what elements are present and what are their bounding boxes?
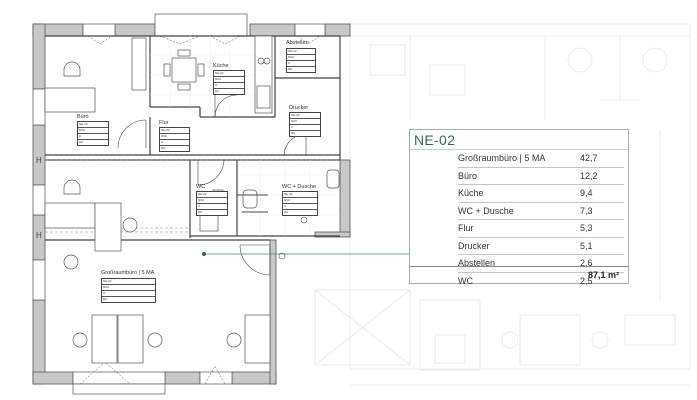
room-label-abstellen: Abstellen xyxy=(286,40,309,46)
legend-divider xyxy=(410,149,628,150)
room-label-buero: Büro xyxy=(77,114,89,120)
legend-total: 87,1 m² xyxy=(410,266,628,285)
legend-title: NE-02 xyxy=(414,132,456,148)
room-label-grossraum: Großraumbüro | 5 MA xyxy=(101,270,155,276)
room-label-flur: Flur xyxy=(159,120,169,126)
furniture xyxy=(44,35,340,364)
legend-total-value: 87,1 m² xyxy=(588,270,620,280)
room-label-drucker: Drucker xyxy=(289,105,309,111)
windows xyxy=(32,13,326,395)
room-label-wc: WC xyxy=(196,184,206,190)
outer-walls xyxy=(32,23,351,385)
marker-h-1: H xyxy=(36,156,42,165)
neighbor-plan-faded xyxy=(314,23,691,386)
marker-h-2: H xyxy=(36,231,42,240)
room-label-kueche: Küche xyxy=(213,63,229,69)
room-label-wc-dusche: WC + Dusche xyxy=(282,184,317,190)
